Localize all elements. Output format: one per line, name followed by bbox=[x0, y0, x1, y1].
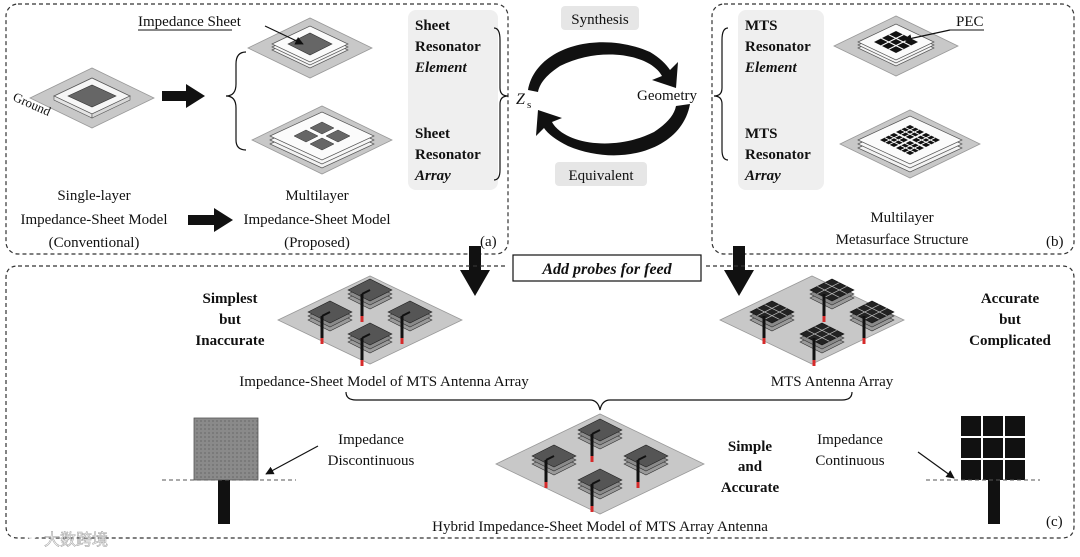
synthesis-box bbox=[561, 6, 639, 30]
panel-b-tag: (b) bbox=[1046, 234, 1064, 250]
geometry-brace bbox=[713, 27, 729, 161]
right-note-3: Complicated bbox=[969, 333, 1051, 349]
sheet-array-line-1: Sheet bbox=[415, 126, 450, 142]
center-note-1: Simple bbox=[728, 439, 773, 455]
impedance-sheet-pointer bbox=[264, 25, 304, 45]
synthesis-arrow-icon bbox=[528, 42, 678, 92]
sheet-resonator-label-box bbox=[408, 10, 498, 190]
mts-element-line-3: Element bbox=[744, 60, 797, 76]
multilayer-caption-3: (Proposed) bbox=[284, 235, 350, 251]
geometry-label: Geometry bbox=[637, 88, 697, 104]
discontinuous-sheet bbox=[193, 417, 259, 481]
impedance-continuous-2: Continuous bbox=[815, 453, 884, 469]
right-arrow-icon bbox=[162, 84, 205, 108]
sheet-element-line-1: Sheet bbox=[415, 18, 450, 34]
watermark: 大数跨境 bbox=[12, 527, 108, 549]
mts-element-plate bbox=[833, 15, 959, 77]
mts-resonator-label-box bbox=[738, 10, 824, 190]
mts-caption-1: Multilayer bbox=[870, 210, 933, 226]
down-arrow-icon bbox=[460, 246, 490, 296]
discontinuous-pointer bbox=[265, 445, 319, 475]
feed-banner-text: Add probes for feed bbox=[541, 261, 672, 278]
hybrid-array-model bbox=[495, 413, 705, 515]
mts-array-plate bbox=[839, 109, 981, 179]
single-layer-caption-3: (Conventional) bbox=[49, 235, 140, 251]
single-layer-plate bbox=[29, 67, 155, 129]
left-note-1: Simplest bbox=[202, 291, 257, 307]
sheet-element-line-2: Resonator bbox=[415, 39, 481, 55]
continuous-probe bbox=[988, 480, 1000, 524]
hybrid-caption: Hybrid Impedance-Sheet Model of MTS Arra… bbox=[432, 519, 768, 535]
down-arrow-icon bbox=[724, 246, 754, 296]
synthesis-label: Synthesis bbox=[571, 12, 629, 28]
single-layer-caption-2: Impedance-Sheet Model bbox=[20, 212, 167, 228]
sheet-resonator-array-plate bbox=[251, 105, 393, 175]
equivalent-box bbox=[555, 162, 647, 186]
zs-subscript: s bbox=[527, 99, 531, 111]
impedance-sheet-array-model bbox=[277, 275, 463, 368]
watermark-logo-icon bbox=[12, 530, 28, 546]
right-note-2: but bbox=[999, 312, 1021, 328]
left-note-3: Inaccurate bbox=[195, 333, 264, 349]
center-note-3: Accurate bbox=[721, 480, 780, 496]
impedance-discontinuous-1: Impedance bbox=[338, 432, 404, 448]
merge-brace bbox=[345, 391, 853, 411]
continuous-pointer bbox=[917, 451, 955, 479]
center-note-2: and bbox=[738, 459, 763, 475]
mts-antenna-array bbox=[719, 275, 905, 368]
panel-c-tag: (c) bbox=[1046, 514, 1063, 530]
sheet-array-line-3: Array bbox=[414, 168, 451, 184]
pec-pointer bbox=[903, 29, 951, 43]
zs-symbol: Z bbox=[516, 91, 526, 108]
equivalent-arrow-icon bbox=[536, 104, 690, 156]
mts-array-line-3: Array bbox=[744, 168, 781, 184]
panel-c-frame bbox=[5, 265, 1075, 539]
branch-brace bbox=[225, 51, 247, 151]
right-caption: MTS Antenna Array bbox=[771, 374, 894, 390]
single-layer-caption-1: Single-layer bbox=[57, 188, 130, 204]
multilayer-caption-1: Multilayer bbox=[285, 188, 348, 204]
right-arrow-icon bbox=[188, 208, 233, 232]
equivalent-label: Equivalent bbox=[569, 168, 635, 184]
discontinuous-probe bbox=[218, 480, 230, 524]
sheet-element-line-3: Element bbox=[414, 60, 467, 76]
watermark-logo-icon bbox=[26, 527, 38, 539]
pec-label: PEC bbox=[956, 14, 984, 30]
left-caption: Impedance-Sheet Model of MTS Antenna Arr… bbox=[239, 374, 529, 390]
impedance-continuous-1: Impedance bbox=[817, 432, 883, 448]
feed-banner bbox=[512, 254, 702, 282]
mts-caption-2: Metasurface Structure bbox=[836, 232, 969, 248]
impedance-sheet-label: Impedance Sheet bbox=[138, 14, 242, 30]
panel-a-tag: (a) bbox=[480, 234, 497, 250]
panel-b-frame bbox=[711, 3, 1075, 255]
multilayer-caption-2: Impedance-Sheet Model bbox=[243, 212, 390, 228]
watermark-text: 大数跨境 bbox=[44, 530, 108, 549]
impedance-discontinuous-2: Discontinuous bbox=[328, 453, 415, 469]
continuous-mts-sheet bbox=[961, 416, 1025, 480]
mts-element-line-2: Resonator bbox=[745, 39, 811, 55]
sheet-array-line-2: Resonator bbox=[415, 147, 481, 163]
panel-a-frame bbox=[5, 3, 509, 255]
right-note-1: Accurate bbox=[981, 291, 1040, 307]
mts-element-line-1: MTS bbox=[745, 18, 778, 34]
zs-brace bbox=[493, 27, 509, 181]
mts-array-line-2: Resonator bbox=[745, 147, 811, 163]
left-note-2: but bbox=[219, 312, 241, 328]
mts-array-line-1: MTS bbox=[745, 126, 778, 142]
